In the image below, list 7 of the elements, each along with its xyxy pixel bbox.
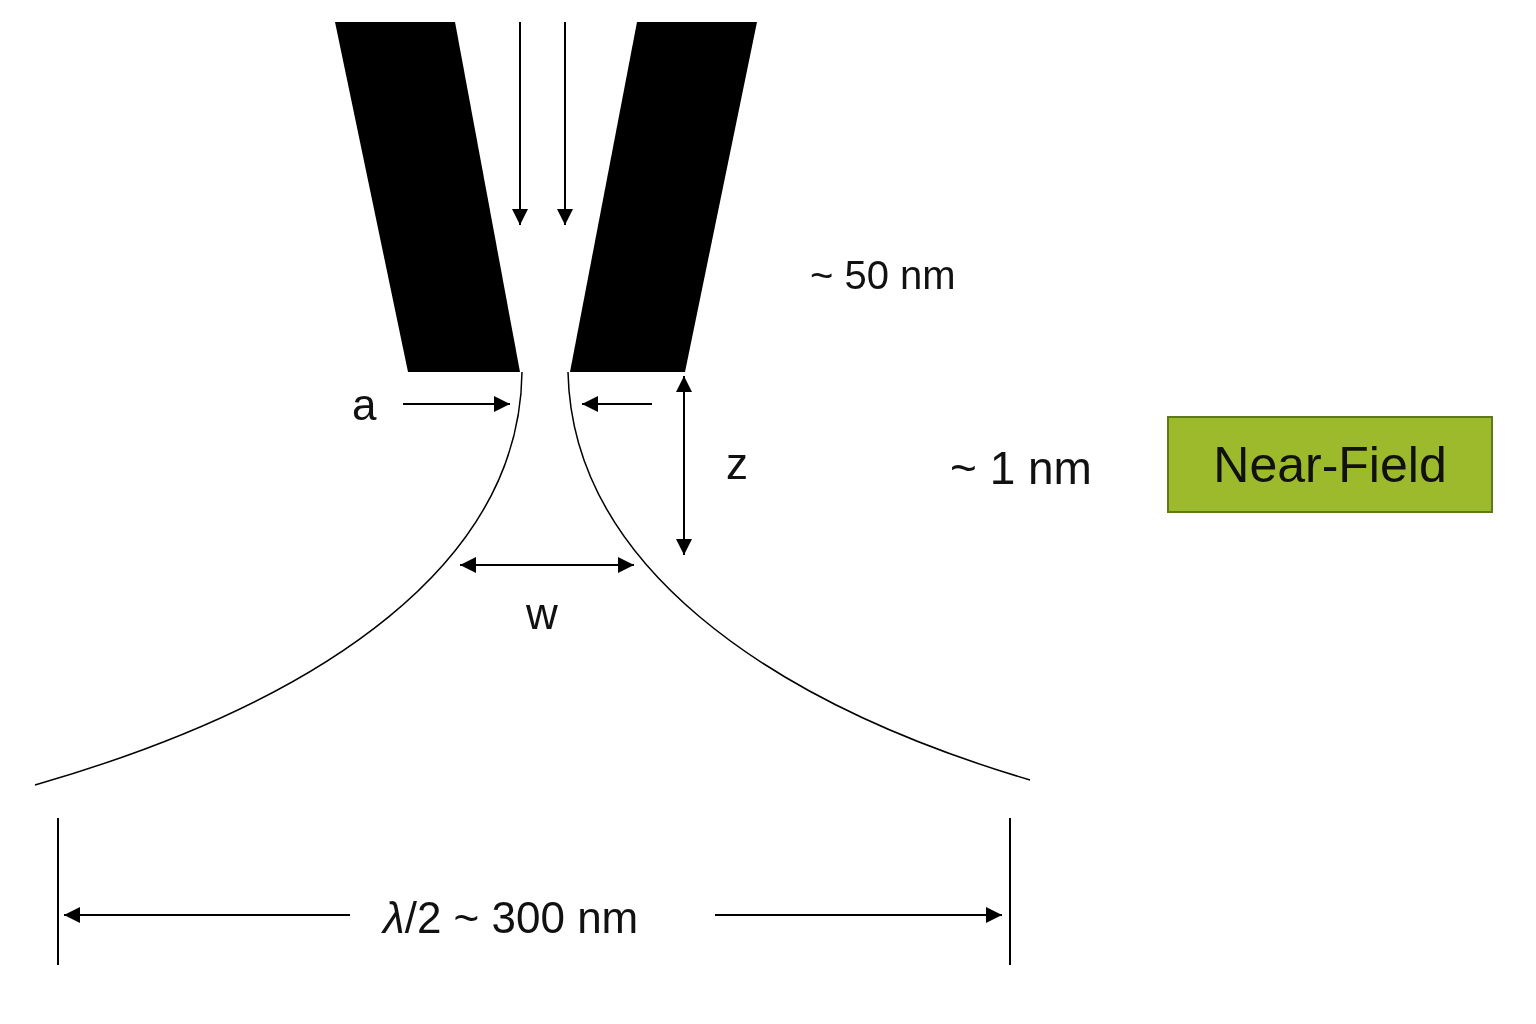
dimension-label: ~ 1 nm (950, 445, 1092, 491)
dimension-label: ~ 50 nm (810, 255, 956, 295)
dimension-label: z (726, 442, 748, 486)
dimension-label: a (352, 383, 377, 427)
region-box: Near-Field (1167, 416, 1493, 513)
dimension-label: λ/2 ~ 300 nm (383, 896, 639, 940)
dimension-label: w (526, 592, 558, 636)
